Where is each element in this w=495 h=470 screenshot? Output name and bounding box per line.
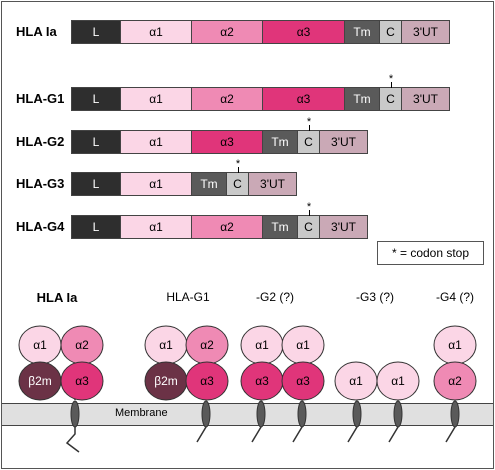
segment-a2: α2 — [191, 215, 263, 239]
segment-a1: α1 — [120, 87, 192, 111]
membrane-label: Membrane — [115, 407, 168, 419]
molecule-label-hla-g1: HLA-G1 — [166, 290, 210, 304]
segment-l: L — [71, 20, 121, 44]
segment-tm: Tm — [344, 20, 380, 44]
construct-label-hla-g4: HLA-G4 — [16, 219, 65, 234]
svg-text:α1: α1 — [159, 338, 173, 352]
construct-label-hla-g3: HLA-G3 — [16, 176, 65, 191]
domain-a1: α1 — [18, 325, 62, 365]
domain-a1: α1 — [144, 325, 188, 365]
segment-ut: 3'UT — [319, 215, 368, 239]
membrane-anchor — [388, 398, 403, 443]
molecule-label-g4: -G4 (?) — [435, 290, 474, 304]
segment-a3: α3 — [191, 130, 263, 154]
stop-codon-tick — [391, 82, 392, 88]
stop-codon-tick — [238, 167, 239, 173]
segment-a3: α3 — [262, 87, 345, 111]
domain-a1: α1 — [433, 325, 477, 365]
segment-tm: Tm — [262, 130, 298, 154]
segment-ut: 3'UT — [248, 172, 297, 196]
membrane-anchor — [292, 398, 307, 443]
segment-l: L — [71, 130, 121, 154]
domain-a2: α2 — [185, 325, 229, 365]
svg-text:α1: α1 — [391, 374, 405, 388]
svg-text:α3: α3 — [296, 374, 310, 388]
legend-codon-stop: * = codon stop — [377, 241, 484, 265]
stop-codon-asterisk: * — [388, 73, 394, 85]
svg-text:α3: α3 — [255, 374, 269, 388]
segment-tm: Tm — [191, 172, 227, 196]
domain-a3: α3 — [60, 361, 104, 401]
segment-ut: 3'UT — [401, 87, 450, 111]
segment-a2: α2 — [191, 87, 263, 111]
domain-a3: α3 — [281, 361, 325, 401]
segment-l: L — [71, 87, 121, 111]
molecule-label-g3: -G3 (?) — [355, 290, 394, 304]
svg-text:α3: α3 — [75, 374, 89, 388]
domain-a1: α1 — [281, 325, 325, 365]
segment-tm: Tm — [262, 215, 298, 239]
domain-b2m: β2m — [18, 361, 62, 401]
stop-codon-asterisk: * — [306, 116, 312, 128]
domain-a1: α1 — [334, 361, 378, 401]
stop-codon-asterisk: * — [235, 158, 241, 170]
svg-text:α1: α1 — [448, 338, 462, 352]
segment-a1: α1 — [120, 172, 192, 196]
svg-text:α1: α1 — [33, 338, 47, 352]
svg-text:β2m: β2m — [154, 374, 178, 388]
construct-label-hla-g2: HLA-G2 — [16, 134, 65, 149]
svg-text:α3: α3 — [200, 374, 214, 388]
segment-ut: 3'UT — [401, 20, 450, 44]
membrane-anchor — [196, 398, 211, 443]
stop-codon-tick — [309, 125, 310, 131]
svg-text:α2: α2 — [448, 374, 462, 388]
domain-b2m: β2m — [144, 361, 188, 401]
svg-text:α1: α1 — [296, 338, 310, 352]
membrane-anchor — [347, 398, 362, 443]
membrane-anchor — [65, 398, 80, 453]
domain-a1: α1 — [240, 325, 284, 365]
domain-a2: α2 — [433, 361, 477, 401]
domain-a1: α1 — [376, 361, 420, 401]
domain-a2: α2 — [60, 325, 104, 365]
domain-a3: α3 — [240, 361, 284, 401]
molecule-label-g2: -G2 (?) — [255, 290, 294, 304]
svg-text:β2m: β2m — [28, 374, 52, 388]
svg-text:α2: α2 — [75, 338, 89, 352]
segment-ut: 3'UT — [319, 130, 368, 154]
membrane-anchor — [251, 398, 266, 443]
membrane — [2, 403, 493, 426]
molecule-label-hla-ia: HLA Ia — [36, 290, 78, 305]
segment-a1: α1 — [120, 215, 192, 239]
segment-a1: α1 — [120, 130, 192, 154]
stop-codon-asterisk: * — [306, 201, 312, 213]
segment-a2: α2 — [191, 20, 263, 44]
construct-label-hla-ia: HLA Ia — [16, 24, 57, 39]
membrane-anchor — [445, 398, 460, 443]
stop-codon-tick — [309, 210, 310, 216]
svg-text:α1: α1 — [255, 338, 269, 352]
segment-a3: α3 — [262, 20, 345, 44]
domain-a3: α3 — [185, 361, 229, 401]
svg-text:α2: α2 — [200, 338, 214, 352]
segment-tm: Tm — [344, 87, 380, 111]
construct-label-hla-g1: HLA-G1 — [16, 91, 65, 106]
svg-text:α1: α1 — [349, 374, 363, 388]
